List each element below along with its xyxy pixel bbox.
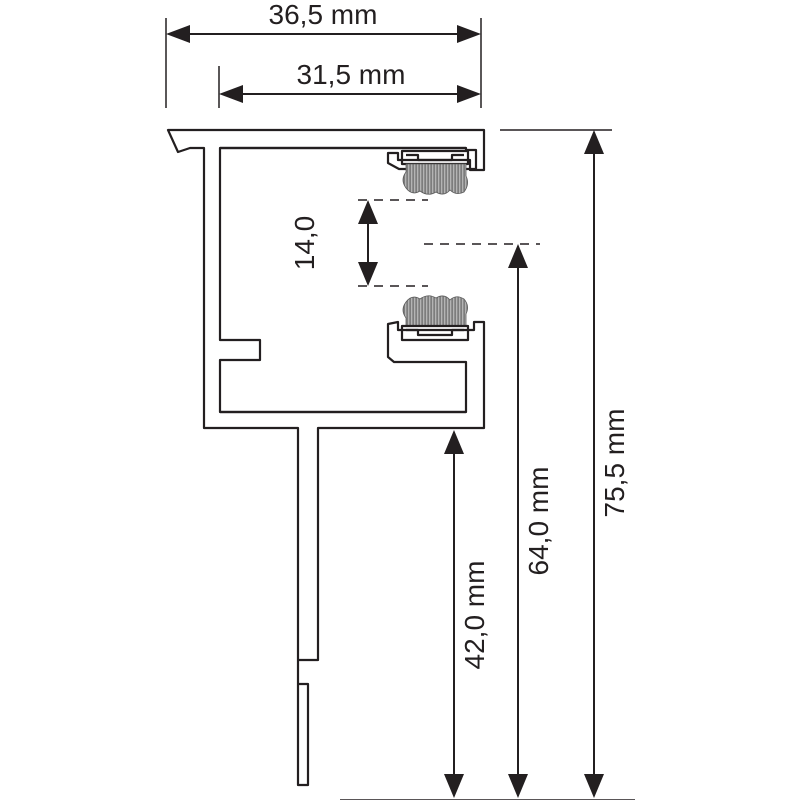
lower-seal-holder <box>400 324 470 342</box>
arrow-75-bottom <box>584 774 604 798</box>
arrow-31-5-left <box>219 85 243 103</box>
arrow-42-top <box>444 430 464 454</box>
arrow-14-bottom <box>358 262 378 286</box>
label-height-42: 42,0 mm <box>459 561 490 670</box>
arrow-36-5-right <box>457 25 481 43</box>
arrow-31-5-right <box>457 85 481 103</box>
arrow-36-5-left <box>166 25 190 43</box>
label-height-75: 75,5 mm <box>599 409 630 518</box>
upper-seal-slot <box>406 153 464 162</box>
arrow-64-top <box>508 244 528 268</box>
label-opening-gap: 14,0 <box>289 216 320 271</box>
upper-brush <box>402 163 468 195</box>
label-overall-width: 36,5 mm <box>269 0 378 30</box>
arrow-64-bottom <box>508 774 528 798</box>
upper-seal-holder <box>400 149 470 166</box>
lower-brush <box>402 295 468 327</box>
arrow-75-top <box>584 130 604 154</box>
arrow-42-bottom <box>444 774 464 798</box>
label-inner-width: 31,5 mm <box>297 59 406 90</box>
arrow-14-top <box>358 200 378 224</box>
label-height-64: 64,0 mm <box>523 467 554 576</box>
lower-seal-slot <box>406 328 464 337</box>
profile-outline <box>166 128 486 787</box>
